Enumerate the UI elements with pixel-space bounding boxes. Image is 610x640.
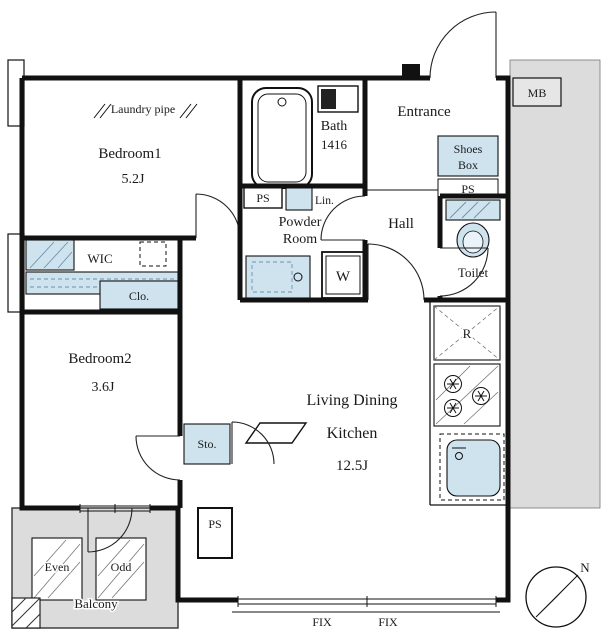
entrance-door-swing <box>429 11 497 79</box>
bath-counter-basin <box>321 89 336 109</box>
bath-faucet <box>277 97 287 107</box>
powder-door-swing <box>320 195 366 241</box>
entrance: Entrance Shoes Box PS <box>365 64 499 198</box>
meter-box-label: MB <box>528 86 547 100</box>
bedroom1-label: Bedroom1 <box>98 146 161 162</box>
bath-size: 1416 <box>321 137 348 152</box>
hall-label: Hall <box>388 216 414 232</box>
bedroom2-size: 3.6J <box>92 380 116 395</box>
washer-box-inner <box>325 255 361 295</box>
entrance-step <box>402 64 420 77</box>
ldk-label-line2: Kitchen <box>327 425 378 442</box>
wic-shelf-hatch <box>29 241 73 269</box>
stove-burners <box>444 375 490 417</box>
toilet-tank <box>445 199 501 221</box>
bedroom1-size: 5.2J <box>122 172 146 187</box>
compass-axis <box>535 574 579 618</box>
door-swings <box>135 11 497 481</box>
ldk-label-line1: Living Dining <box>306 392 397 409</box>
balcony-label: Balcony <box>74 596 118 611</box>
right-corridor-area <box>509 59 601 509</box>
pipe-space-right-label: PS <box>461 182 474 196</box>
compass-circle <box>525 566 587 628</box>
sink-drain <box>455 452 463 460</box>
shoes-box <box>437 135 499 177</box>
entrance-label: Entrance <box>397 104 451 120</box>
toilet-tank-hatch <box>449 201 491 219</box>
powder-label-line1: Powder <box>279 215 322 230</box>
sink <box>446 439 501 497</box>
storage-box <box>183 423 231 465</box>
sink-outline <box>439 433 505 501</box>
bedroom2-label: Bedroom2 <box>68 351 131 367</box>
balcony-even-hatch <box>33 539 81 599</box>
linen-label: Lin. <box>315 195 334 207</box>
powder-label-line2: Room <box>283 232 317 247</box>
bathtub-inner <box>257 93 307 183</box>
shoes-box-label-line2: Box <box>458 158 478 172</box>
toilet-seat <box>462 230 484 254</box>
meter-box <box>512 77 562 107</box>
compass-needle <box>537 575 578 617</box>
bedroom1: Laundry pipe Bedroom1 5.2J <box>93 102 198 187</box>
laundry-pipe-ticks <box>93 103 198 119</box>
odd-label: Odd <box>111 560 132 574</box>
bedroom2: Bedroom2 3.6J <box>68 351 131 395</box>
pipe-space-top-label: PS <box>256 191 269 205</box>
bedroom2-door-swing <box>135 435 181 481</box>
toilet-door-swing <box>439 247 489 297</box>
balcony-odd-hatch <box>97 539 145 599</box>
fix-label-right: FIX <box>378 615 398 629</box>
pipe-space-bottom-box <box>197 507 233 559</box>
even-label: Even <box>45 560 70 574</box>
fridge-space-cross <box>433 305 501 361</box>
toilet-label: Toilet <box>458 265 489 280</box>
table-symbol <box>244 422 308 444</box>
fridge-label: R <box>463 326 472 341</box>
linen-box <box>285 185 313 211</box>
kitchen-counter-edge <box>429 302 506 506</box>
stove-hatch <box>435 365 499 425</box>
closet-label: Clo. <box>129 289 149 303</box>
kitchen: R <box>429 302 506 506</box>
storage-door-swing <box>231 421 275 465</box>
balcony-corner-hatch <box>11 597 41 629</box>
shoes-box-label-line1: Shoes <box>454 142 483 156</box>
pipe-space-bottom-label: PS <box>208 517 221 531</box>
north-label: N <box>580 560 590 575</box>
hall-door-swing <box>367 243 425 301</box>
wic-shelf <box>25 239 75 271</box>
balcony-door-swing <box>87 507 133 553</box>
powder-faucet <box>293 272 303 282</box>
wic-block: WIC Clo. <box>25 239 179 310</box>
powder-room: Powder Room W <box>245 215 365 299</box>
powder-vanity <box>245 255 311 299</box>
balcony: Even Odd Balcony <box>11 507 179 629</box>
bath-label: Bath <box>321 119 347 134</box>
ldk-size: 12.5J <box>336 458 368 474</box>
fix-label-left: FIX <box>312 615 332 629</box>
wic-label: WIC <box>87 251 112 266</box>
walls <box>19 75 511 603</box>
laundry-pipe-label: Laundry pipe <box>111 102 175 116</box>
bathroom: Bath 1416 <box>251 85 359 189</box>
storage-label: Sto. <box>197 437 216 451</box>
compass: N <box>525 560 590 628</box>
living-dining-kitchen: Living Dining Kitchen 12.5J <box>244 392 398 474</box>
wic-dashed-unit <box>139 241 167 267</box>
washer-label: W <box>336 269 351 285</box>
